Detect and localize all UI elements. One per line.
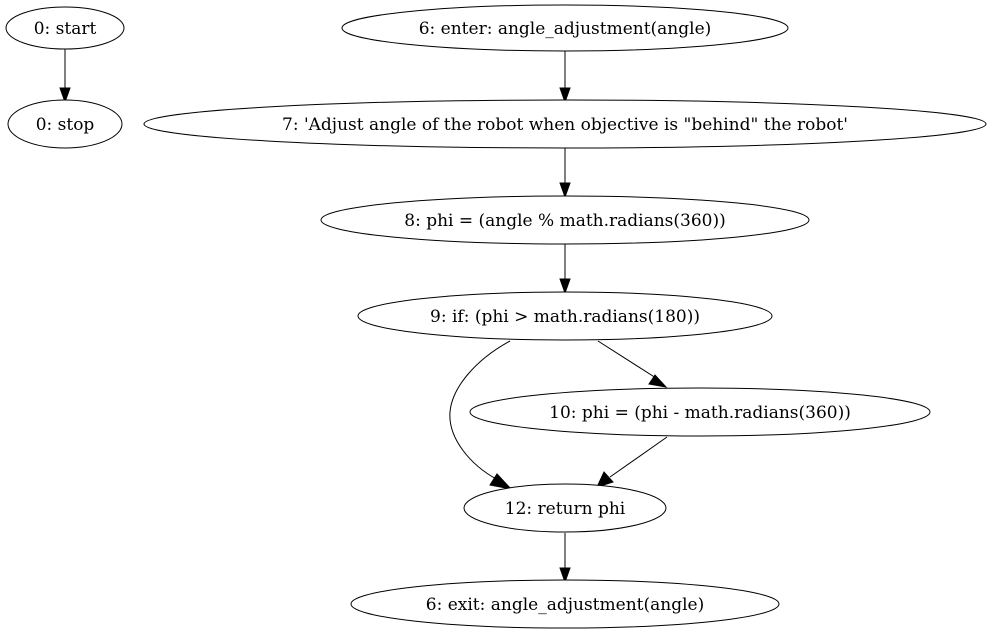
node-enter-label: 6: enter: angle_adjustment(angle): [419, 19, 712, 39]
node-start: 0: start: [5, 6, 125, 50]
edge-if-to-phi-subtract: [597, 340, 668, 388]
node-if: 9: if: (phi > math.radians(180)): [357, 291, 773, 341]
node-phi-subtract: 10: phi = (phi - math.radians(360)): [469, 387, 931, 437]
edge-phi-subtract-to-return: [596, 436, 668, 488]
node-exit: 6: exit: angle_adjustment(angle): [350, 579, 780, 629]
node-if-label: 9: if: (phi > math.radians(180)): [430, 307, 700, 327]
node-start-label: 0: start: [34, 19, 97, 39]
node-phi-assign: 8: phi = (angle % math.radians(360)): [320, 195, 810, 245]
node-stop: 0: stop: [7, 99, 123, 149]
edge-docstring-to-phi-assign: [559, 148, 571, 199]
edge-enter-to-docstring: [559, 48, 571, 104]
node-phi-assign-label: 8: phi = (angle % math.radians(360)): [404, 211, 726, 231]
node-return: 12: return phi: [463, 483, 667, 533]
node-exit-label: 6: exit: angle_adjustment(angle): [426, 595, 704, 615]
edge-phi-assign-to-if: [559, 243, 571, 295]
edge-if-to-return: [449, 340, 513, 490]
edge-return-to-exit: [559, 533, 571, 584]
node-phi-subtract-label: 10: phi = (phi - math.radians(360)): [549, 403, 851, 423]
node-return-label: 12: return phi: [505, 499, 626, 519]
node-stop-label: 0: stop: [36, 115, 95, 135]
node-docstring: 7: 'Adjust angle of the robot when objec…: [143, 99, 987, 149]
node-docstring-label: 7: 'Adjust angle of the robot when objec…: [282, 115, 848, 135]
node-enter: 6: enter: angle_adjustment(angle): [341, 4, 789, 52]
edge-start-to-stop: [59, 48, 71, 104]
